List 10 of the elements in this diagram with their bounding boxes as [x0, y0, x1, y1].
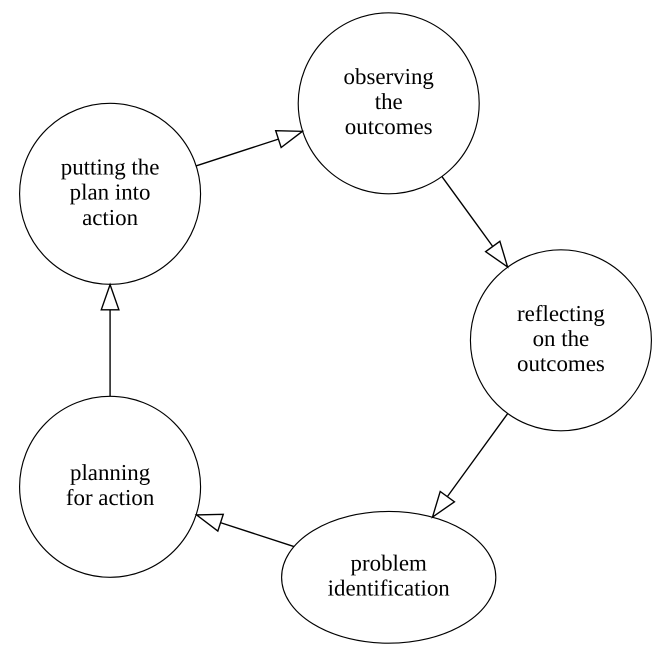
arrow: [100, 282, 120, 396]
node-circle: planning for action: [18, 396, 201, 578]
node-circle: putting the plan into action: [18, 102, 201, 285]
node-ellipse: problem identification: [280, 510, 496, 644]
arrow: [440, 176, 508, 269]
arrow: [430, 413, 508, 519]
node-circle: observing the outcomes: [297, 12, 480, 194]
arrow: [194, 514, 294, 548]
arrow: [196, 130, 304, 166]
node-circle: reflecting on the outcomes: [469, 249, 652, 432]
